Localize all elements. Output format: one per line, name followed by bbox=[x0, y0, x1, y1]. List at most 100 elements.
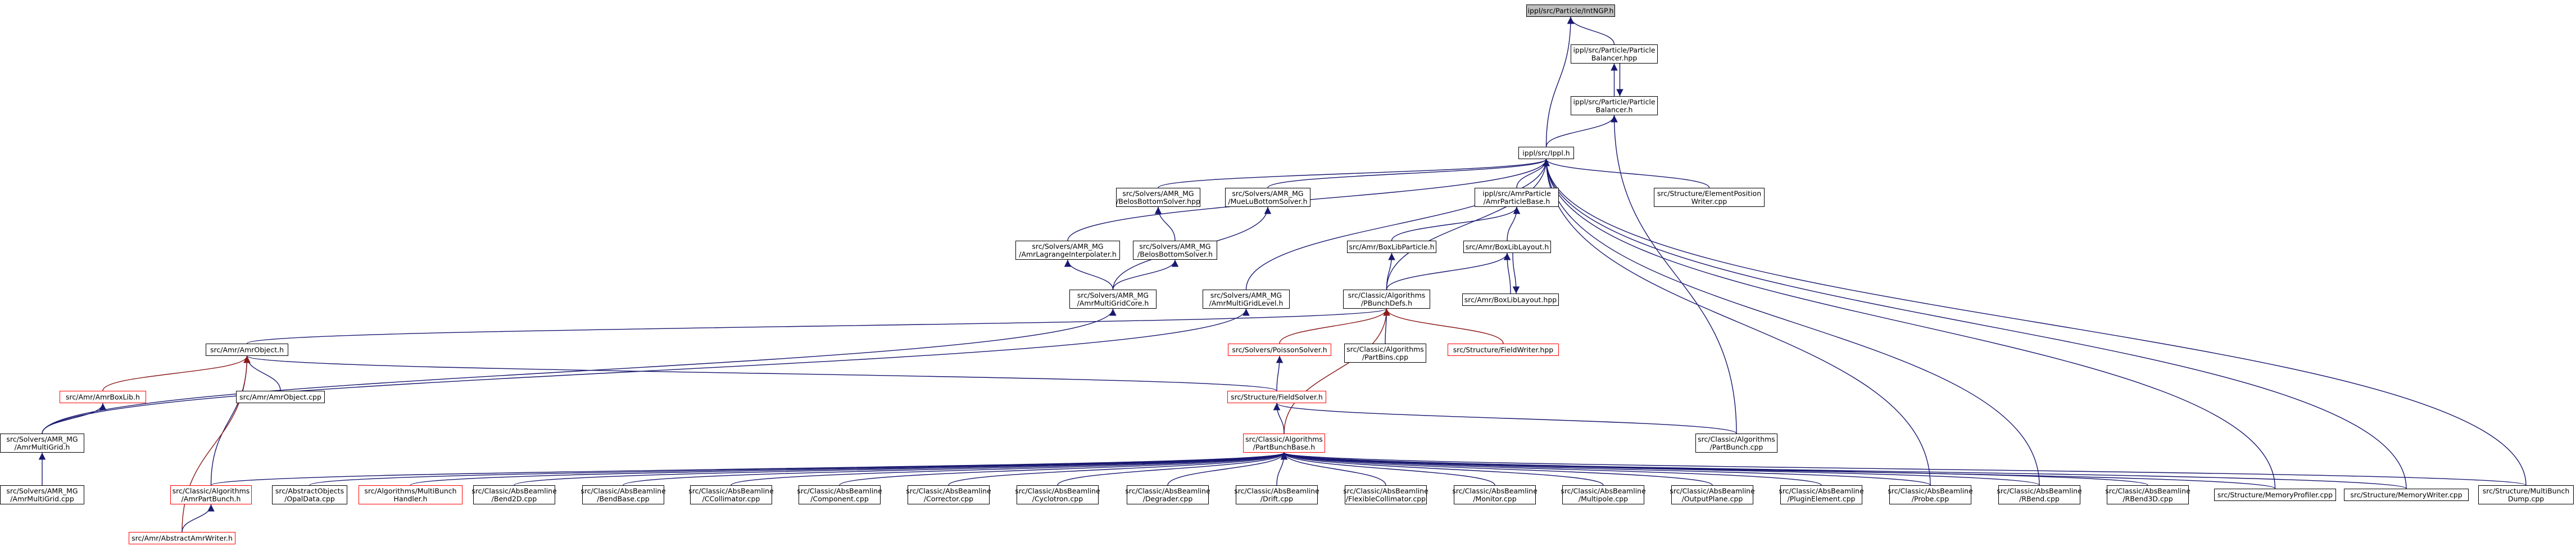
node-box bbox=[908, 485, 990, 504]
node-label: Handler.h bbox=[394, 495, 428, 503]
node-label: /Drift.cpp bbox=[1260, 495, 1293, 503]
node-mg_cpp[interactable]: src/Solvers/AMR_MG/AmrMultiGrid.cpp bbox=[0, 485, 84, 504]
edge-degrader-to-pbbase bbox=[1167, 452, 1288, 486]
node-label: /Multipole.cpp bbox=[1579, 495, 1628, 503]
node-mg_h[interactable]: src/Solvers/AMR_MG/AmrMultiGrid.h bbox=[0, 434, 84, 453]
node-label: /MueLuBottomSolver.h bbox=[1228, 197, 1307, 206]
node-amrwriter[interactable]: src/Amr/AbstractAmrWriter.h bbox=[129, 532, 235, 544]
edge-poisson-to-pbunchdata bbox=[1279, 308, 1390, 344]
node-pbunchdata[interactable]: src/Classic/Algorithms/PBunchDefs.h bbox=[1343, 290, 1430, 309]
node-fieldwriter[interactable]: src/Structure/FieldWriter.hpp bbox=[1448, 344, 1559, 356]
node-boxliblayout_h[interactable]: src/Amr/BoxLibLayout.h bbox=[1463, 241, 1551, 253]
node-outputplane[interactable]: src/Classic/AbsBeamline/OutputPlane.cpp bbox=[1670, 485, 1755, 504]
node-lagrange[interactable]: src/Solvers/AMR_MG/AmrLagrangeInterpolat… bbox=[1015, 241, 1120, 260]
node-mgcore[interactable]: src/Solvers/AMR_MG/AmrMultiGridCore.h bbox=[1069, 290, 1157, 309]
node-label: src/Classic/AbsBeamline bbox=[797, 487, 882, 495]
node-rbend[interactable]: src/Classic/AbsBeamline/RBend.cpp bbox=[1997, 485, 2082, 504]
node-box bbox=[1015, 241, 1120, 260]
node-cyclotron[interactable]: src/Classic/AbsBeamline/Cyclotron.cpp bbox=[1015, 485, 1100, 504]
node-label: Balancer.h bbox=[1596, 106, 1633, 114]
node-label: src/Classic/AbsBeamline bbox=[1888, 487, 1973, 495]
node-opaldata[interactable]: src/AbstractObjects/OpalData.cpp bbox=[272, 485, 347, 504]
node-ccollimator[interactable]: src/Classic/AbsBeamline/CCollimator.cpp bbox=[688, 485, 774, 504]
node-label: /BelosBottomSolver.hpp bbox=[1116, 197, 1200, 206]
node-mueluBS[interactable]: src/Solvers/AMR_MG/MueLuBottomSolver.h bbox=[1225, 188, 1310, 207]
node-box bbox=[0, 434, 84, 453]
edge-memprofiler-to-ippl_h bbox=[1543, 159, 2276, 489]
node-degrader[interactable]: src/Classic/AbsBeamline/Degrader.cpp bbox=[1125, 485, 1210, 504]
edge-pluginelement-to-pbbase bbox=[1281, 452, 1822, 486]
node-amrpb[interactable]: ippl/src/AmrParticle/AmrParticleBase.h bbox=[1475, 188, 1559, 207]
node-bbs_h[interactable]: src/Solvers/AMR_MG/BelosBottomSolver.h bbox=[1133, 241, 1217, 260]
edge-bend2d-to-pbbase bbox=[514, 452, 1287, 486]
edge-probe-to-ippl_h bbox=[1543, 159, 1931, 486]
node-label: /CCollimator.cpp bbox=[702, 495, 760, 503]
edge-amrboxlib-to-amrobject_h bbox=[102, 355, 251, 391]
node-root[interactable]: ippl/src/Particle/IntNGP.h bbox=[1526, 4, 1615, 17]
node-amrpartbunch[interactable]: src/Classic/Algorithms/AmrPartBunch.h bbox=[170, 485, 252, 504]
node-label: src/Classic/AbsBeamline bbox=[1343, 487, 1428, 495]
node-bendbase[interactable]: src/Classic/AbsBeamline/BendBase.cpp bbox=[580, 485, 666, 504]
node-box bbox=[206, 344, 288, 356]
node-amrobject_cpp[interactable]: src/Amr/AmrObject.cpp bbox=[236, 391, 325, 403]
node-pbbase[interactable]: src/Classic/Algorithms/PartBunchBase.h bbox=[1243, 434, 1325, 453]
node-box bbox=[1116, 188, 1200, 207]
edge-mgcore-to-lagrange bbox=[1064, 259, 1114, 290]
node-multipole[interactable]: src/Classic/AbsBeamline/Multipole.cpp bbox=[1561, 485, 1646, 504]
node-boxliblayout_hpp[interactable]: src/Amr/BoxLibLayout.hpp bbox=[1462, 294, 1559, 306]
node-box bbox=[2107, 485, 2189, 504]
node-memwriter[interactable]: src/Structure/MemoryWriter.cpp bbox=[2344, 489, 2469, 501]
edge-partbunch_cpp-to-fieldsolver bbox=[1273, 403, 1737, 434]
node-label: src/AbstractObjects bbox=[275, 487, 344, 495]
node-bbs_hpp[interactable]: src/Solvers/AMR_MG/BelosBottomSolver.hpp bbox=[1116, 188, 1200, 207]
node-box bbox=[690, 485, 772, 504]
node-box bbox=[1225, 188, 1310, 207]
node-memprofiler[interactable]: src/Structure/MemoryProfiler.cpp bbox=[2214, 489, 2336, 501]
nodes-layer: ippl/src/Particle/IntNGP.h ippl/src/Parti… bbox=[0, 4, 2574, 544]
node-corrector[interactable]: src/Classic/AbsBeamline/Corrector.cpp bbox=[906, 485, 991, 504]
node-label: /BendBase.cpp bbox=[597, 495, 650, 503]
node-ippl_h[interactable]: ippl/src/Ippl.h bbox=[1518, 147, 1574, 159]
node-drift[interactable]: src/Classic/AbsBeamline/Drift.cpp bbox=[1234, 485, 1319, 504]
node-amrobject_h[interactable]: src/Amr/AmrObject.h bbox=[206, 344, 288, 356]
node-box bbox=[1695, 434, 1777, 453]
node-label: src/Structure/FieldWriter.hpp bbox=[1453, 346, 1553, 354]
node-fieldsolver[interactable]: src/Structure/FieldSolver.h bbox=[1227, 391, 1326, 403]
node-label: src/Solvers/AMR_MG bbox=[1122, 189, 1194, 198]
node-partbins[interactable]: src/Classic/Algorithms/PartBins.cpp bbox=[1344, 344, 1426, 363]
node-label: src/Classic/AbsBeamline bbox=[1561, 487, 1646, 495]
node-rbend3d[interactable]: src/Classic/AbsBeamline/RBend3D.cpp bbox=[2105, 485, 2190, 504]
node-box bbox=[473, 485, 555, 504]
node-box bbox=[1345, 485, 1427, 504]
edge-fieldwriter-to-pbunchdata bbox=[1383, 308, 1504, 344]
node-label: src/Classic/Algorithms bbox=[173, 487, 250, 495]
node-label: /RBend.cpp bbox=[2019, 495, 2060, 503]
node-box bbox=[1069, 290, 1157, 309]
node-box bbox=[1243, 434, 1325, 453]
node-flexcoll[interactable]: src/Classic/AbsBeamline/FlexibleCollimat… bbox=[1343, 485, 1428, 504]
node-bend2d[interactable]: src/Classic/AbsBeamline/Bend2D.cpp bbox=[471, 485, 557, 504]
edge-amrwriter-to-amrobject_h bbox=[182, 355, 251, 533]
node-probe[interactable]: src/Classic/AbsBeamline/Probe.cpp bbox=[1888, 485, 1973, 504]
node-component[interactable]: src/Classic/AbsBeamline/Component.cpp bbox=[797, 485, 882, 504]
node-label: src/Solvers/AMR_MG bbox=[1077, 291, 1149, 300]
node-poisson[interactable]: src/Solvers/PoissonSolver.h bbox=[1228, 344, 1331, 356]
node-monitor[interactable]: src/Classic/AbsBeamline/Monitor.cpp bbox=[1452, 485, 1538, 504]
node-partbunch_cpp[interactable]: src/Classic/Algorithms/PartBunch.cpp bbox=[1695, 434, 1777, 453]
node-label: src/Classic/AbsBeamline bbox=[2105, 487, 2190, 495]
node-boxlibparticle[interactable]: src/Amr/BoxLibParticle.h bbox=[1347, 241, 1436, 253]
node-box bbox=[1347, 241, 1436, 253]
edge-amrobject_h-to-pbunchdata bbox=[246, 308, 1390, 344]
node-label: src/Amr/BoxLibParticle.h bbox=[1349, 243, 1434, 251]
edge-pbunchdata-to-boxliblayout_h bbox=[1386, 252, 1511, 290]
node-amrboxlib[interactable]: src/Amr/AmrBoxLib.h bbox=[60, 391, 146, 403]
node-label: src/Solvers/PoissonSolver.h bbox=[1232, 346, 1327, 354]
edge-monitor-to-pbbase bbox=[1280, 452, 1495, 486]
node-mglevel[interactable]: src/Solvers/AMR_MG/AmrMultiGridLevel.h bbox=[1203, 290, 1290, 309]
node-pluginelement[interactable]: src/Classic/AbsBeamline/PluginElement.cp… bbox=[1779, 485, 1864, 504]
